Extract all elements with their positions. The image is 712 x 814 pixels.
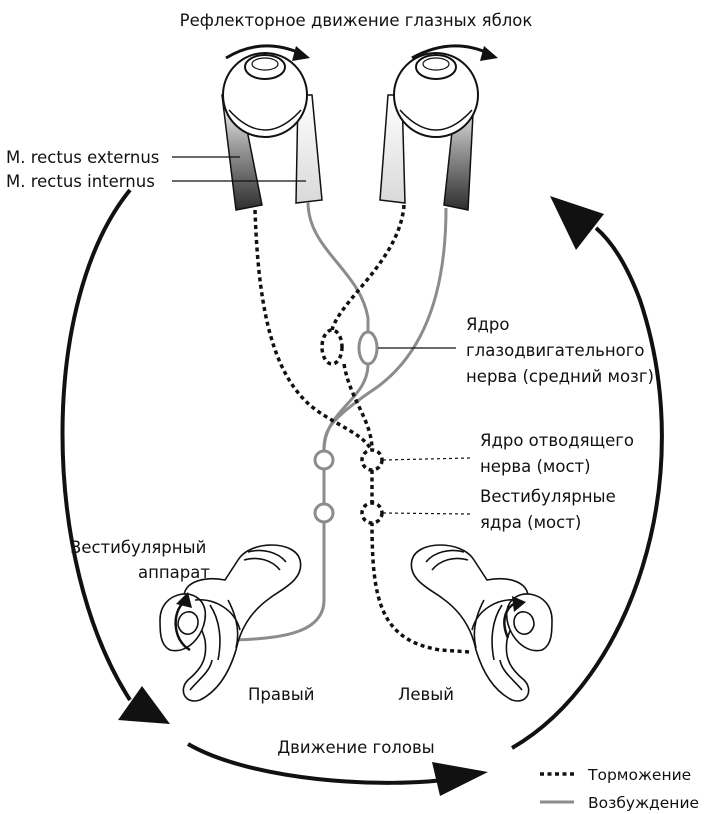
oculomotor-nucleus [359,332,377,364]
arrowhead-upper-right [550,196,604,250]
legend-excitation-label: Возбуждение [588,794,699,812]
legend-inhibition-label: Торможение [587,766,691,784]
leader-vestibular-nuclei [383,513,470,514]
label-oculomotor-2: глазодвигательного [466,341,645,360]
label-vestibular-nuclei-1: Вестибулярные [480,487,616,506]
label-vestibular-apparatus-2: аппарат [138,563,210,582]
label-abducens-2: нерва (мост) [480,457,591,476]
label-rectus-internus: M. rectus internus [6,172,155,191]
vestibular-nucleus-left [362,503,382,523]
abducens-nucleus-right [315,451,333,469]
label-abducens-1: Ядро отводящего [480,431,634,450]
right-eyeball [222,53,322,210]
label-vestibular-nuclei-2: ядра (мост) [480,513,581,532]
label-oculomotor-1: Ядро [466,315,509,334]
label-left: Левый [398,685,454,704]
label-vestibular-apparatus-1: Вестибулярный [70,538,206,557]
label-right: Правый [248,685,314,704]
left-eyeball [380,53,478,210]
left-vestibular-apparatus [411,545,552,701]
legend: Торможение Возбуждение [540,766,699,812]
vestibular-nucleus-right [315,504,333,522]
leader-abducens [383,458,470,460]
oculomotor-nucleus-inhibited [322,330,342,364]
label-oculomotor-3: нерва (средний мозг) [466,367,654,386]
label-rectus-externus: M. rectus externus [6,148,159,167]
abducens-nucleus-left [362,450,382,470]
title: Рефлекторное движение глазных яблок [180,11,533,30]
arrowhead-bottom [432,762,488,796]
label-head-movement: Движение головы [277,738,434,757]
